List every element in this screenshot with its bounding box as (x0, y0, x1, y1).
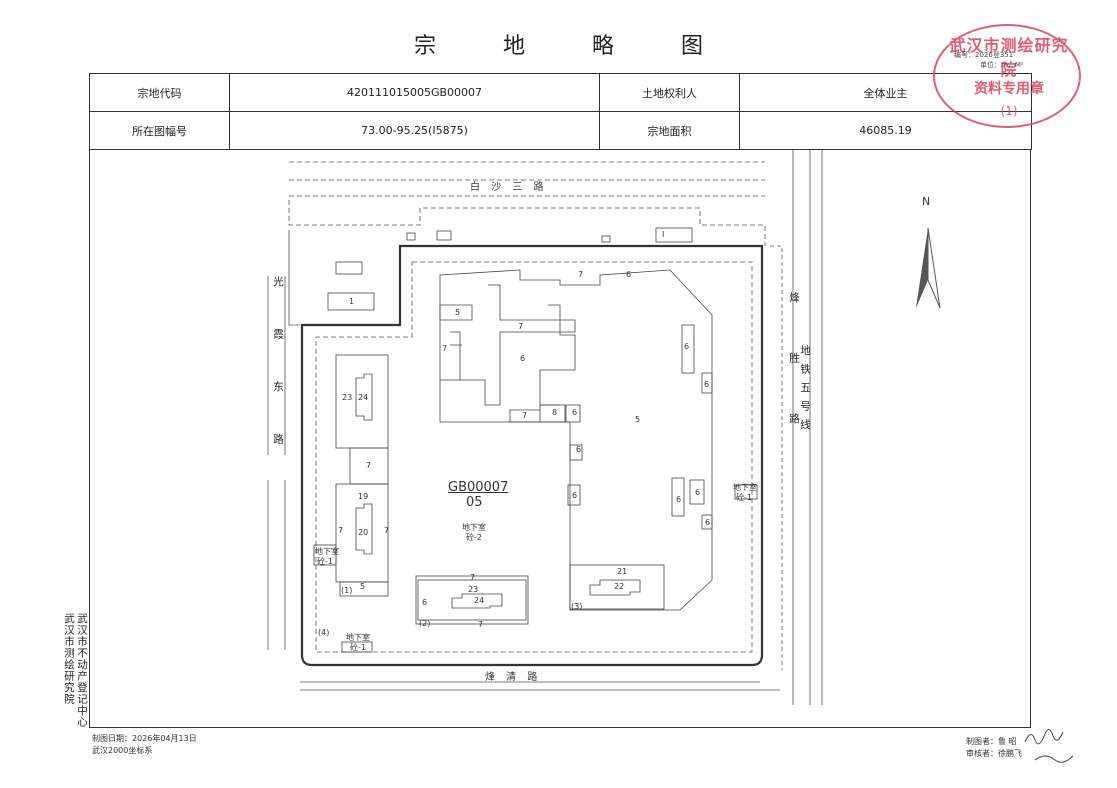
road-label-west: 光霞东路 (272, 276, 284, 486)
registration-center-label: 武汉市不动产登记中心 (76, 613, 88, 728)
map-sheet-value: 73.00-95.25(Ⅰ5875) (229, 111, 600, 150)
parcel-setback-line (315, 261, 753, 653)
map-frame (89, 149, 1031, 728)
table-row: 所在图幅号 73.00-95.25(Ⅰ5875) 宗地面积 46085.19 (89, 111, 1032, 150)
building-label: 20 (358, 528, 369, 537)
building-label: 7 (478, 620, 484, 629)
basement-bottom-label: 地下室 (346, 633, 370, 642)
corner-label: (2) (419, 619, 431, 628)
building-label: 6 (695, 488, 701, 497)
area-label: 宗地面积 (599, 111, 740, 150)
parcel-number: 05 (466, 495, 483, 510)
parcel-boundary (300, 244, 764, 667)
building-label: 7 (384, 526, 390, 535)
corner-label: (4) (318, 628, 330, 637)
building-label: 7 (518, 322, 524, 331)
corner-label: (3) (571, 602, 583, 611)
area-value: 46085.19 (739, 111, 1032, 150)
building-label: 6 (676, 495, 682, 504)
building-label: 19 (358, 492, 369, 501)
road-north-frontage (288, 200, 766, 246)
building-label: 6 (626, 270, 632, 279)
checker: 审核者：徐鹏飞 (966, 749, 1022, 758)
tower-south-23-24 (415, 575, 529, 625)
building-label: 7 (522, 411, 528, 420)
building-label: 5 (455, 308, 461, 317)
road-label-south: 烽 清 路 (485, 672, 542, 683)
building-label: 22 (614, 582, 625, 591)
basement-center-label: 地下室 (462, 523, 486, 532)
building-label: 6 (704, 380, 710, 389)
building-label: 23 (342, 393, 353, 402)
road-label-north: 白 沙 三 路 (470, 182, 548, 193)
building-label: 6 (705, 518, 711, 527)
building-label: 6 (422, 598, 428, 607)
building-label: 23 (468, 585, 479, 594)
north-label: N (922, 195, 931, 208)
basement-left-label: 地下室 (315, 547, 339, 556)
drafter: 制图者：鲁 昭 (966, 737, 1017, 746)
map-sheet-label: 所在图幅号 (89, 111, 230, 150)
owner-label: 土地权利人 (599, 73, 740, 112)
seal-serial: 编号：2026登351 (954, 51, 1014, 59)
parcel-id: GB00007 (448, 480, 509, 495)
building-label: 5 (360, 582, 366, 591)
building-label: 7 (442, 344, 448, 353)
building-central (439, 269, 713, 611)
official-seal: 武汉市测绘研究院 资料专用章 (1) (933, 24, 1081, 128)
building-label: Ⅰ (662, 230, 665, 239)
north-arrow (916, 227, 941, 309)
building-label: 24 (358, 393, 369, 402)
building-label: 6 (576, 445, 582, 454)
seal-purpose: 资料专用章 (974, 81, 1044, 97)
basement-right-code: 砼-1 (736, 493, 752, 502)
unit-note: 单位：m，M² (980, 61, 1024, 69)
signature-mark (1024, 729, 1074, 763)
parcel-code-label: 宗地代码 (89, 73, 230, 112)
road-east-edge (792, 150, 823, 705)
page-title: 宗 地 略 图 (414, 34, 733, 59)
building-label: 6 (684, 342, 690, 351)
building-label: 5 (635, 415, 641, 424)
road-south-edge (300, 681, 780, 691)
road-north-edge (289, 161, 765, 181)
building-label: 8 (552, 408, 558, 417)
survey-institute-label: 武汉市测绘研究院 (63, 613, 75, 705)
coordinate-system: 武汉2000坐标系 (92, 746, 153, 755)
building-label: 1 (349, 297, 355, 306)
building-label: 7 (338, 526, 344, 535)
corner-label: (1) (341, 586, 353, 595)
road-label-east: 烽胜路 (788, 292, 800, 474)
structure-1 (335, 261, 363, 275)
building-label: 21 (617, 567, 628, 576)
basement-right-label: 地下室 (733, 483, 757, 492)
building-label: 6 (520, 354, 526, 363)
basement-left-code: 砼-1 (317, 557, 333, 566)
parcel-code-value: 420111015005GB00007 (229, 73, 600, 112)
basement-center-code: 砼-2 (466, 533, 482, 542)
basement-bottom-code: 砼-1 (350, 643, 366, 652)
building-label: 6 (572, 408, 578, 417)
seal-number: (1) (1000, 104, 1018, 118)
building-label: 7 (578, 270, 584, 279)
seal-org: 武汉市测绘研究院 (949, 36, 1069, 79)
draw-date: 制图日期：2026年04月13日 (92, 734, 197, 743)
structure-2 (327, 292, 375, 311)
building-label: 6 (572, 491, 578, 500)
road-label-metro: 地铁五号线 (799, 345, 811, 438)
building-label: 24 (474, 596, 485, 605)
building-label: 7 (470, 573, 476, 582)
building-label: 7 (366, 461, 372, 470)
